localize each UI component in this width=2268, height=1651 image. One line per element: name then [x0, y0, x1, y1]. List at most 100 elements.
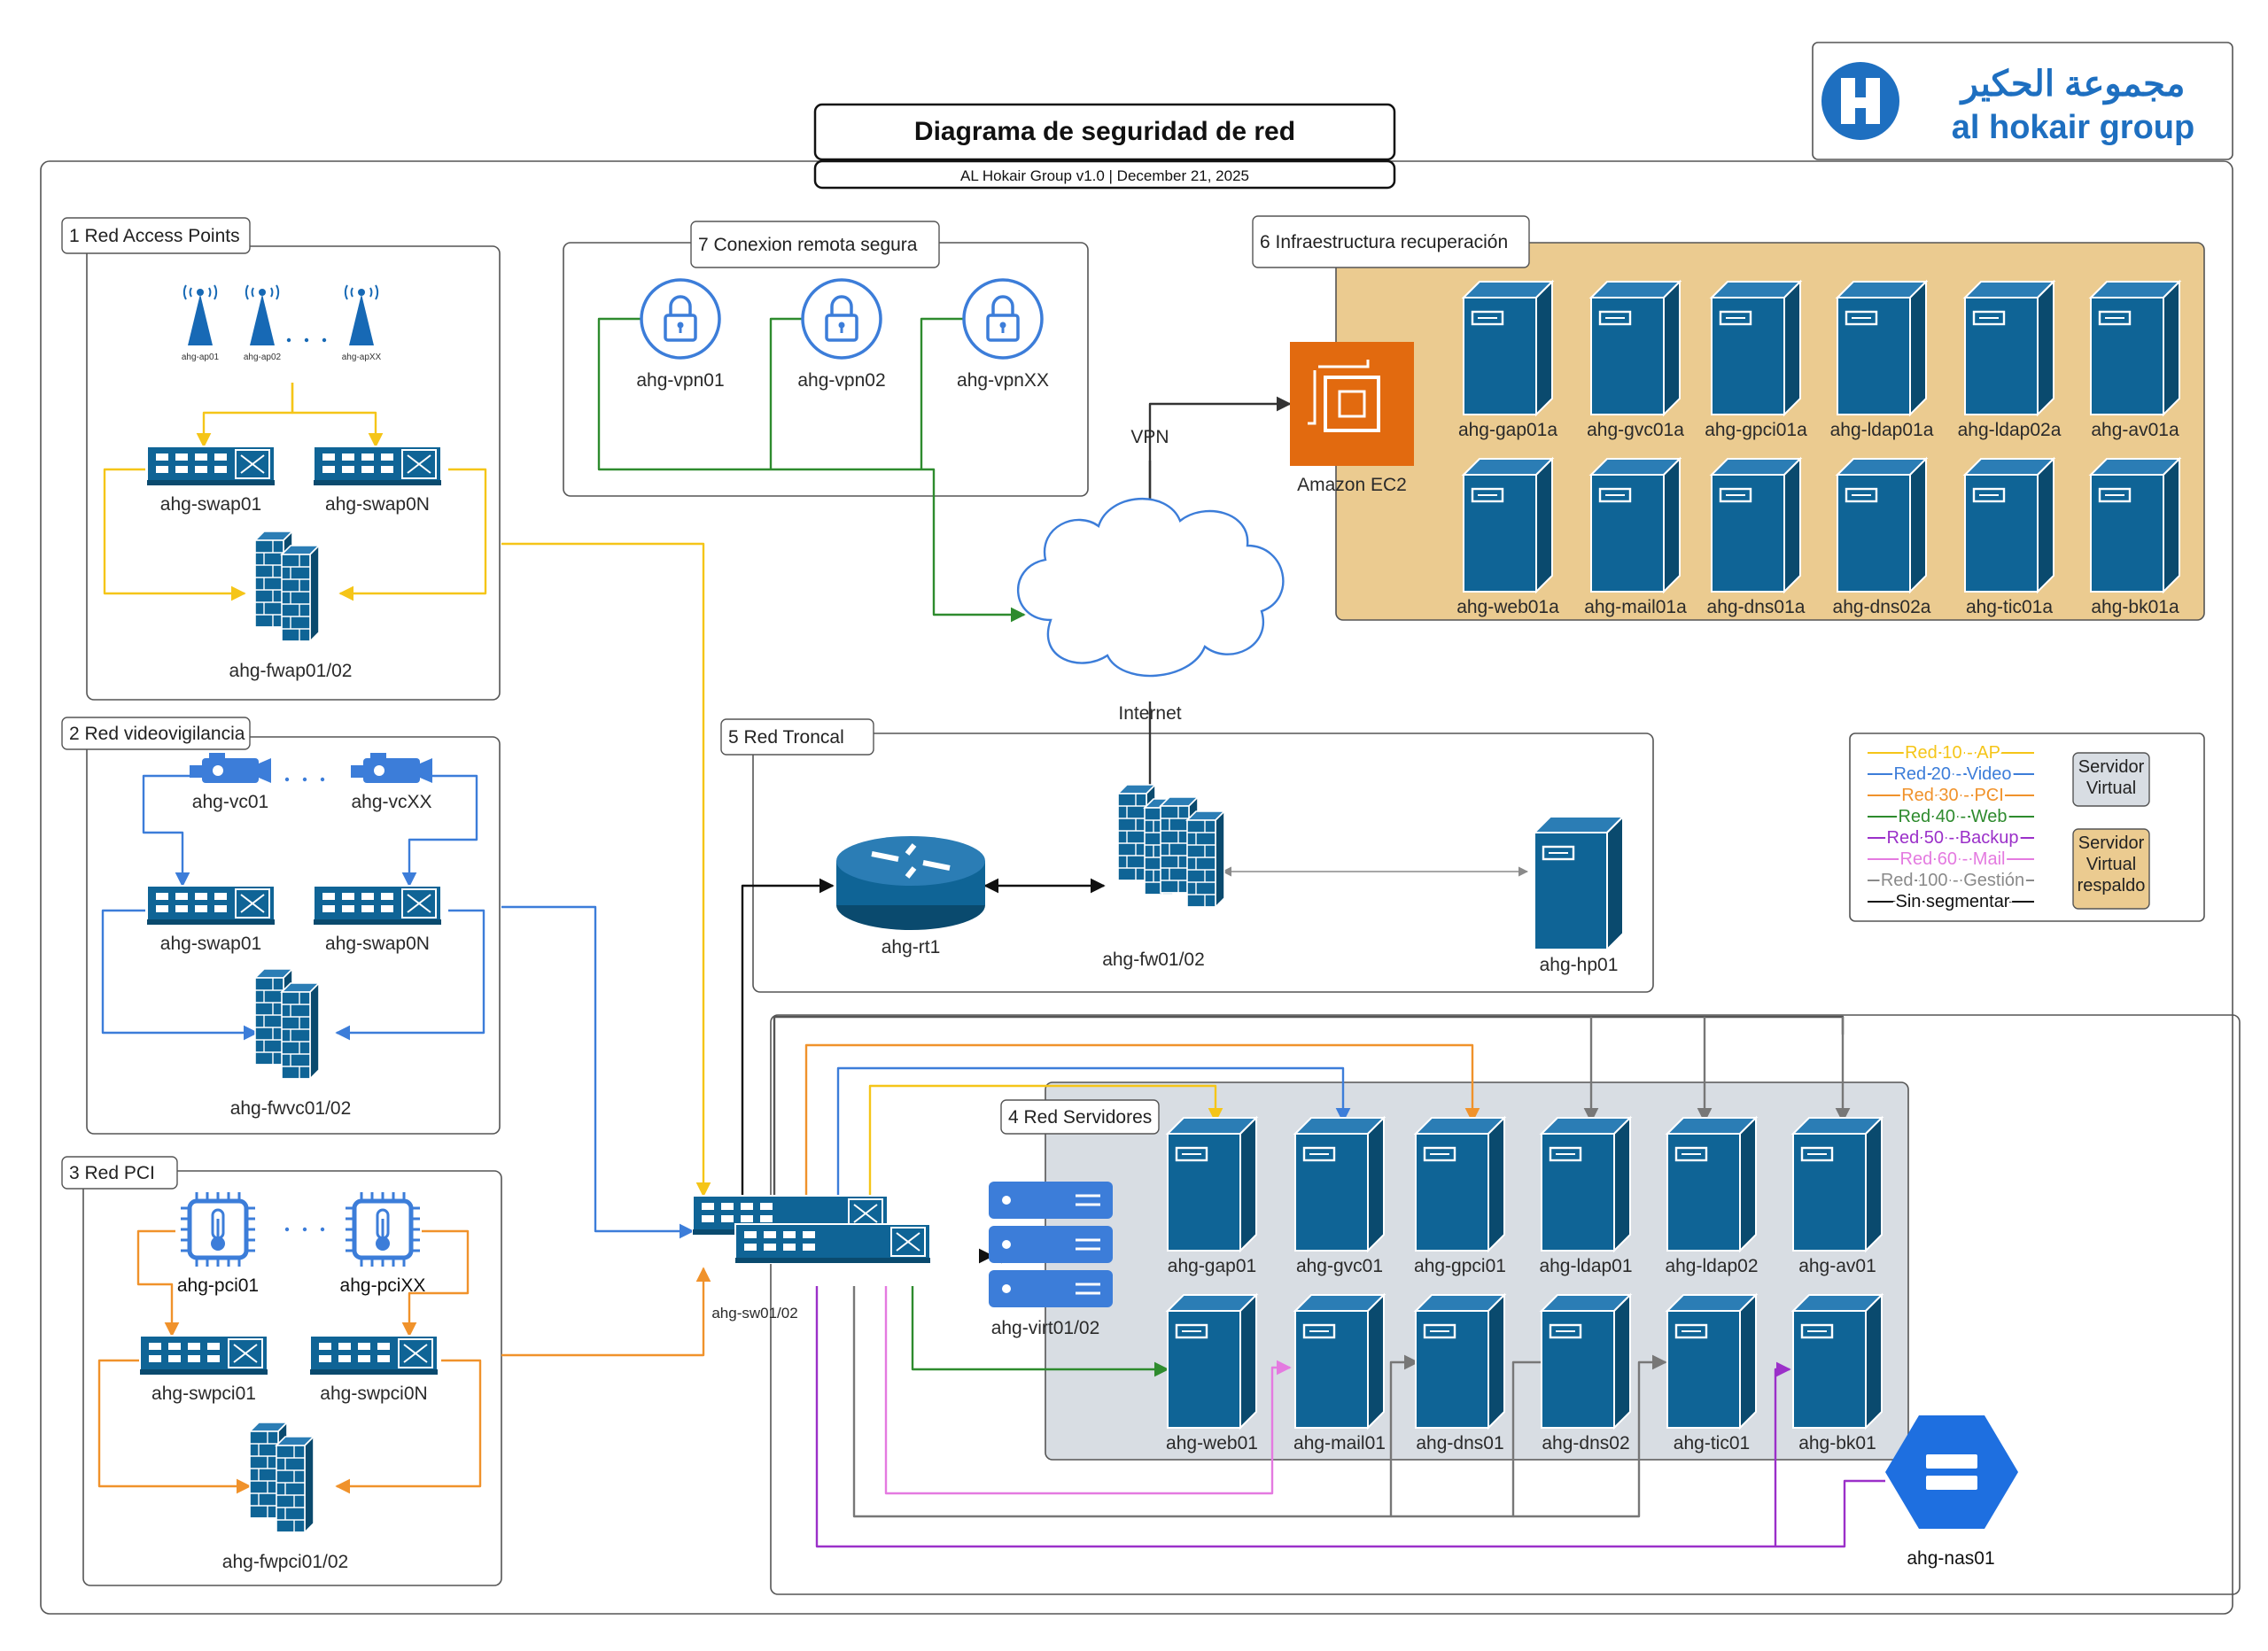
core-switch-b[interactable]: [734, 1223, 931, 1264]
router-label: ahg-rt1: [882, 937, 941, 957]
fw-front: [1186, 819, 1216, 908]
fwpci-firewall-label: ahg-fwpci01/02: [222, 1552, 348, 1572]
switch-port: [319, 1355, 331, 1362]
ap-xx[interactable]: [344, 284, 379, 345]
legend-item: Red 100 - Gestión: [1881, 871, 2024, 890]
pci-bulb: [376, 1236, 390, 1251]
server-ahg-bk01[interactable]: [1790, 1292, 1884, 1430]
switch-port: [156, 893, 168, 900]
server-ahg-dns01[interactable]: [1413, 1292, 1507, 1430]
swap0n-ap[interactable]: [313, 446, 442, 486]
server-hp01[interactable]: [1532, 814, 1626, 952]
virt-host[interactable]: [989, 1182, 1113, 1307]
pci-xx[interactable]: [346, 1192, 420, 1267]
pci-xx-label: ahg-pciXX: [340, 1275, 426, 1296]
virt-label: ahg-virt01/02: [991, 1318, 1100, 1338]
server-front: [1167, 1310, 1241, 1429]
server-bay: [1542, 845, 1575, 861]
vpn-lock-body: [664, 314, 697, 342]
server-side: [1663, 279, 1681, 417]
vc-dot: [302, 777, 307, 782]
server-front: [1711, 474, 1785, 593]
server-ahg-tic01[interactable]: [1665, 1292, 1759, 1430]
wire-ap-sw2-fw: [338, 468, 487, 601]
switch-port: [322, 905, 335, 912]
pci-dot: [320, 1227, 325, 1232]
virt-blade: [989, 1182, 1113, 1219]
server-front: [2090, 474, 2164, 593]
recovery-server-ahg-dns02a[interactable]: [1835, 456, 1929, 594]
server-side: [1739, 1115, 1757, 1253]
vc-xx[interactable]: [351, 753, 432, 783]
amazon-ec2[interactable]: [1290, 342, 1414, 466]
server-ahg-ldap02[interactable]: [1665, 1115, 1759, 1253]
legend-item: Sin segmentar: [1896, 892, 2010, 911]
nas-storage[interactable]: [1885, 1415, 2018, 1529]
ap-wave: [270, 287, 274, 298]
switch-port: [377, 1343, 390, 1350]
vpn-02[interactable]: [801, 278, 882, 360]
server-ahg-av01[interactable]: [1790, 1115, 1884, 1253]
swap01-vc-label: ahg-swap01: [160, 934, 261, 954]
nas-hex: [1885, 1415, 2018, 1529]
ap-ellipsis-hidden: ahg-ap01: [269, 331, 348, 352]
vc-01[interactable]: [190, 753, 271, 783]
server-side: [1606, 814, 1624, 952]
server-side: [1783, 279, 1801, 417]
cam-top: [209, 753, 225, 758]
cam-hood: [420, 758, 432, 783]
recovery-server-ahg-dns01a[interactable]: [1709, 456, 1803, 594]
recovery-server-ahg-tic01a[interactable]: [1962, 456, 2056, 594]
pci-01[interactable]: [181, 1192, 255, 1267]
section-pci: 3 Red PCI: [61, 1156, 178, 1190]
router-rt1[interactable]: [836, 836, 985, 930]
vpn-lock-body: [825, 314, 858, 342]
recovery-server-ahg-mail01a[interactable]: [1588, 456, 1682, 594]
swpci0n[interactable]: [309, 1335, 439, 1376]
fwpci-firewall[interactable]: [248, 1421, 315, 1534]
server-label-ahg-bk01: ahg-bk01: [1798, 1433, 1876, 1453]
server-front: [1463, 297, 1537, 415]
swap01-ap[interactable]: [146, 446, 276, 486]
ec2-label: Amazon EC2: [1297, 475, 1407, 495]
server-ahg-gpci01[interactable]: [1413, 1115, 1507, 1253]
fwvc-firewall[interactable]: [253, 967, 321, 1081]
fw-troncal-2[interactable]: [1159, 795, 1226, 909]
recovery-server-ahg-ldap01a[interactable]: [1835, 279, 1929, 417]
recovery-server-ahg-bk01a[interactable]: [2088, 456, 2182, 594]
server-side: [1909, 456, 1927, 594]
vpn-01[interactable]: [640, 278, 721, 360]
fw-side: [1215, 810, 1225, 909]
switch-port: [803, 1244, 815, 1251]
recovery-server-ahg-gpci01a[interactable]: [1709, 279, 1803, 417]
swap0n-vc[interactable]: [313, 885, 442, 926]
switch-xbox: [235, 449, 270, 479]
server-ahg-mail01[interactable]: [1293, 1292, 1386, 1430]
switch-port: [342, 466, 354, 473]
swap01-vc[interactable]: [146, 885, 276, 926]
fwvc-firewall-label: ahg-fwvc01/02: [230, 1098, 352, 1119]
server-ahg-gap01[interactable]: [1165, 1115, 1259, 1253]
switch-x: [407, 894, 431, 913]
vpn-ring: [801, 278, 882, 360]
cam-mount: [351, 765, 367, 778]
recovery-server-ahg-web01a[interactable]: [1461, 456, 1555, 594]
vpn-xx[interactable]: [962, 278, 1044, 360]
server-ahg-ldap01[interactable]: [1539, 1115, 1633, 1253]
recovery-server-ahg-ldap02a[interactable]: [1962, 279, 2056, 417]
server-ahg-gvc01[interactable]: [1293, 1115, 1386, 1253]
recovery-server-ahg-gap01a[interactable]: [1461, 279, 1555, 417]
ap-01[interactable]: [183, 284, 218, 345]
switch-port: [381, 453, 393, 461]
recovery-server-ahg-gvc01a[interactable]: [1588, 279, 1682, 417]
server-front: [1964, 297, 2039, 415]
server-side: [1909, 279, 1927, 417]
recovery-server-ahg-av01a[interactable]: [2088, 279, 2182, 417]
server-side: [1367, 1292, 1385, 1430]
server-ahg-web01[interactable]: [1165, 1292, 1259, 1430]
swpci01[interactable]: [139, 1335, 268, 1376]
fwap-firewall[interactable]: [253, 530, 321, 643]
virt-blade: [989, 1226, 1113, 1263]
server-ahg-dns02[interactable]: [1539, 1292, 1633, 1430]
ap-02[interactable]: [245, 284, 280, 345]
